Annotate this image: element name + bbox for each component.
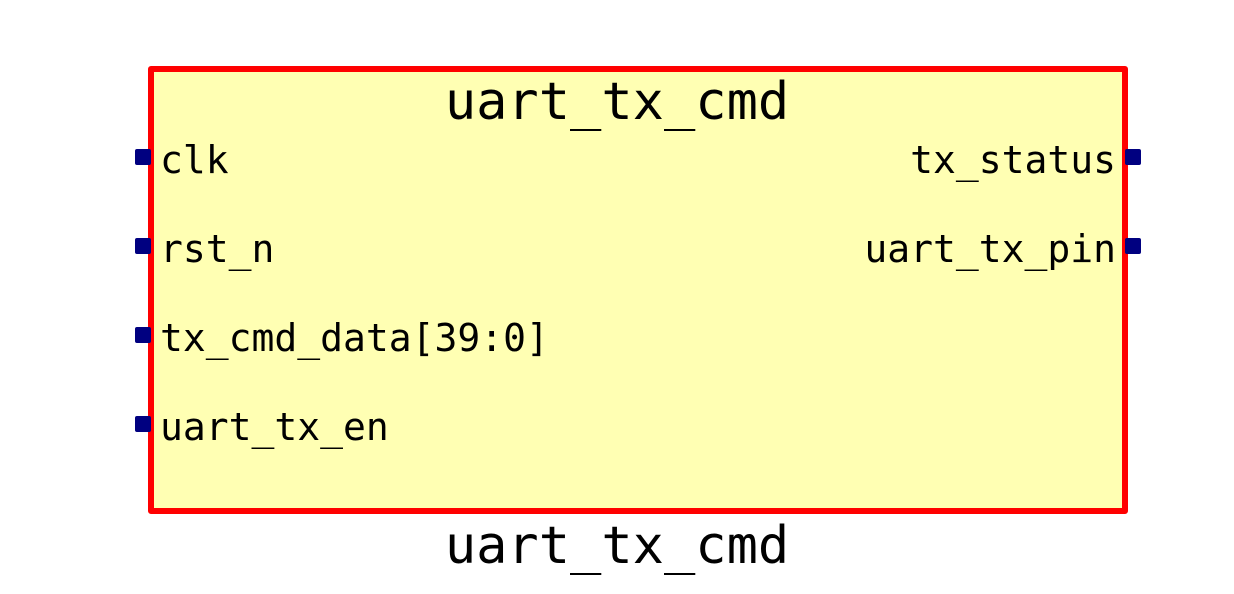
port-label-tx-status: tx_status: [910, 138, 1116, 182]
pin-clk[interactable]: [135, 149, 151, 165]
port-label-tx-cmd-data: tx_cmd_data[39:0]: [160, 316, 549, 360]
pin-uart-tx-pin[interactable]: [1125, 238, 1141, 254]
port-label-rst-n: rst_n: [160, 227, 275, 271]
port-label-uart-tx-pin: uart_tx_pin: [864, 227, 1116, 271]
instance-name: uart_tx_cmd: [444, 516, 790, 576]
pin-uart-tx-en[interactable]: [135, 416, 151, 432]
pin-tx-cmd-data[interactable]: [135, 327, 151, 343]
module-block[interactable]: [148, 66, 1128, 514]
module-title: uart_tx_cmd: [444, 72, 790, 132]
port-label-clk: clk: [160, 138, 229, 182]
pin-rst-n[interactable]: [135, 238, 151, 254]
port-label-uart-tx-en: uart_tx_en: [160, 405, 389, 449]
pin-tx-status[interactable]: [1125, 149, 1141, 165]
